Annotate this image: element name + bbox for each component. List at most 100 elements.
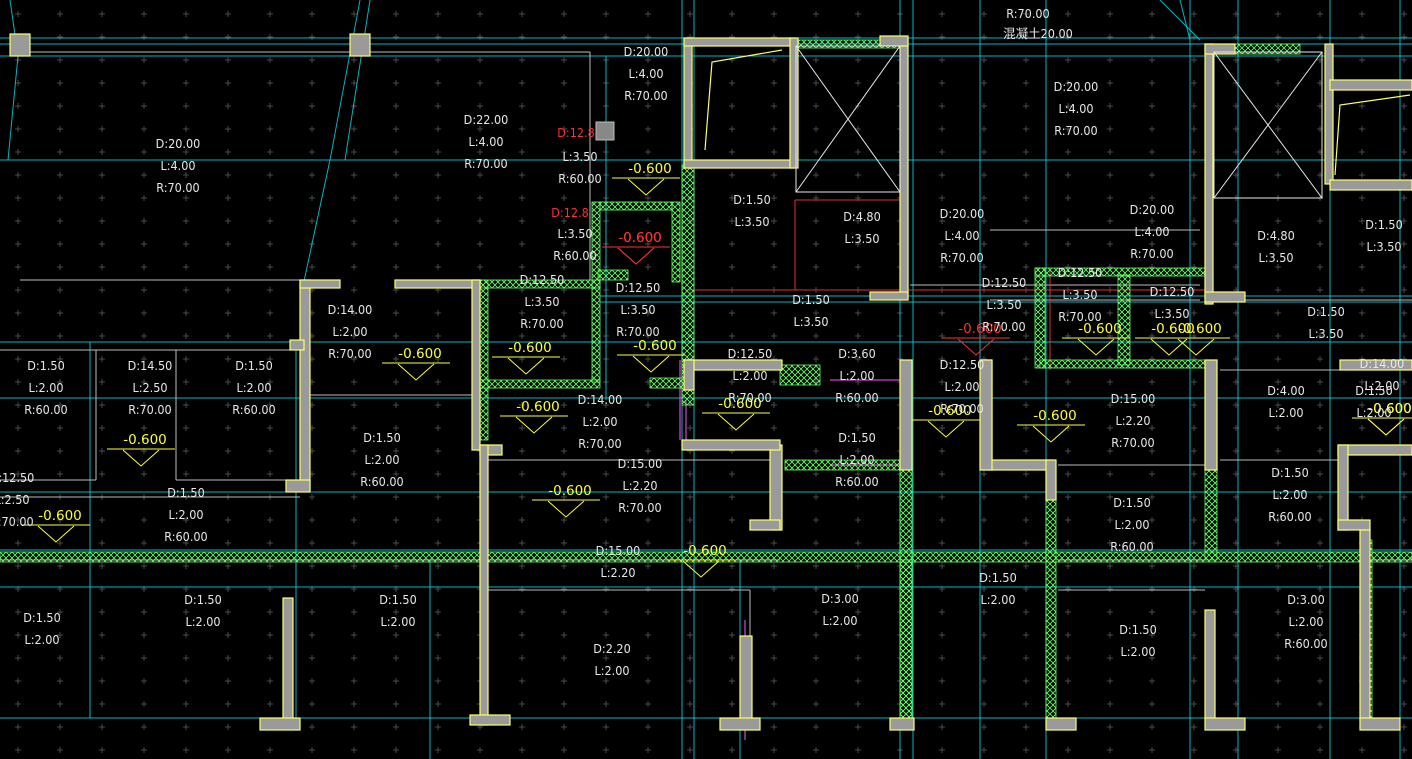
elevation-mark: -0.600 [602,230,670,265]
room-label: D:1.50L:2.00 [1119,622,1156,659]
grid-mark [1401,494,1407,500]
grid-mark [1149,57,1155,63]
grid-mark [1149,747,1155,753]
grid-mark [99,609,105,615]
grid-mark [1191,149,1197,155]
grid-mark [1317,34,1323,40]
grid-mark [1065,402,1071,408]
room-label-line: D:1.50 [363,430,400,445]
grid-mark [183,103,189,109]
grid-mark [729,747,735,753]
room-label-line: L:2.00 [980,592,1015,607]
grid-mark [1191,103,1197,109]
grid-mark [813,34,819,40]
grid-mark [1107,402,1113,408]
structural-wall [285,479,311,493]
grid-mark [57,264,63,270]
grid-mark [351,57,357,63]
grid-mark [309,701,315,707]
grid-mark [141,540,147,546]
grid-mark [477,11,483,17]
grid-mark [981,724,987,730]
grid-mark [1401,379,1407,385]
grid-mark [435,57,441,63]
grid-mark [981,563,987,569]
grid-mark [57,678,63,684]
grid-mark [1107,517,1113,523]
grid-mark [351,747,357,753]
grid-mark [981,678,987,684]
grid-mark [309,80,315,86]
room-label-line: R:70.00 [616,324,659,339]
grid-mark [141,333,147,339]
grid-mark [57,448,63,454]
grid-mark [645,57,651,63]
grid-mark [267,563,273,569]
grid-mark [15,609,21,615]
grid-mark [561,448,567,454]
grid-mark [351,609,357,615]
grid-mark [351,678,357,684]
room-label-line: R:60.00 [835,474,878,489]
structural-wall [889,717,915,731]
grid-mark [1107,448,1113,454]
structural-wall [1324,43,1334,185]
grid-mark [519,333,525,339]
grid-mark [1107,379,1113,385]
room-label-line: D:15.00 [596,543,641,558]
grid-mark [939,678,945,684]
grid-mark [1065,149,1071,155]
grid-mark [183,425,189,431]
grid-mark [1275,356,1281,362]
grid-mark [1023,494,1029,500]
grid-mark [1317,218,1323,224]
grid-mark [519,402,525,408]
grid-mark [15,11,21,17]
grid-mark [1191,724,1197,730]
grid-mark [57,195,63,201]
room-label-line: D:1.50 [27,358,64,373]
grid-mark [1107,241,1113,247]
grid-mark [1359,103,1365,109]
grid-mark [813,241,819,247]
grid-mark [561,195,567,201]
grid-mark [393,402,399,408]
grid-mark [519,80,525,86]
grid-mark [351,172,357,178]
grid-mark [99,218,105,224]
room-label: D:15.00L:2.20R:70.00 [1111,391,1156,450]
grid-mark [561,425,567,431]
grid-mark [1401,724,1407,730]
grid-mark [99,563,105,569]
grid-mark [1275,172,1281,178]
grid-mark [729,402,735,408]
grid-mark [519,34,525,40]
structural-wall [749,519,781,531]
grid-mark [729,195,735,201]
grid-mark [939,103,945,109]
room-label: D:12.50L:3.50R:70.00 [616,280,661,339]
grid-mark [729,241,735,247]
grid-mark [1107,655,1113,661]
room-label-line: D:1.50 [235,358,272,373]
room-label: D:1.50L:3.50 [733,192,770,229]
grid-mark [813,494,819,500]
grid-mark [981,471,987,477]
room-label-line: R:60.00 [24,402,67,417]
grid-mark [1359,195,1365,201]
grid-mark [267,310,273,316]
room-label-line: L:3.50 [1366,239,1401,254]
room-label: D:1.50L:2.00R:60.00 [1268,465,1311,524]
room-label-line: D:12.50 [982,275,1027,290]
grid-mark [1401,655,1407,661]
grid-mark [1065,379,1071,385]
grid-mark [687,655,693,661]
grid-mark [267,402,273,408]
grid-mark [771,126,777,132]
grid-mark [771,264,777,270]
grid-mark [561,494,567,500]
grid-mark [141,218,147,224]
grid-mark [141,310,147,316]
room-label-line: R:60.00 [553,248,596,263]
